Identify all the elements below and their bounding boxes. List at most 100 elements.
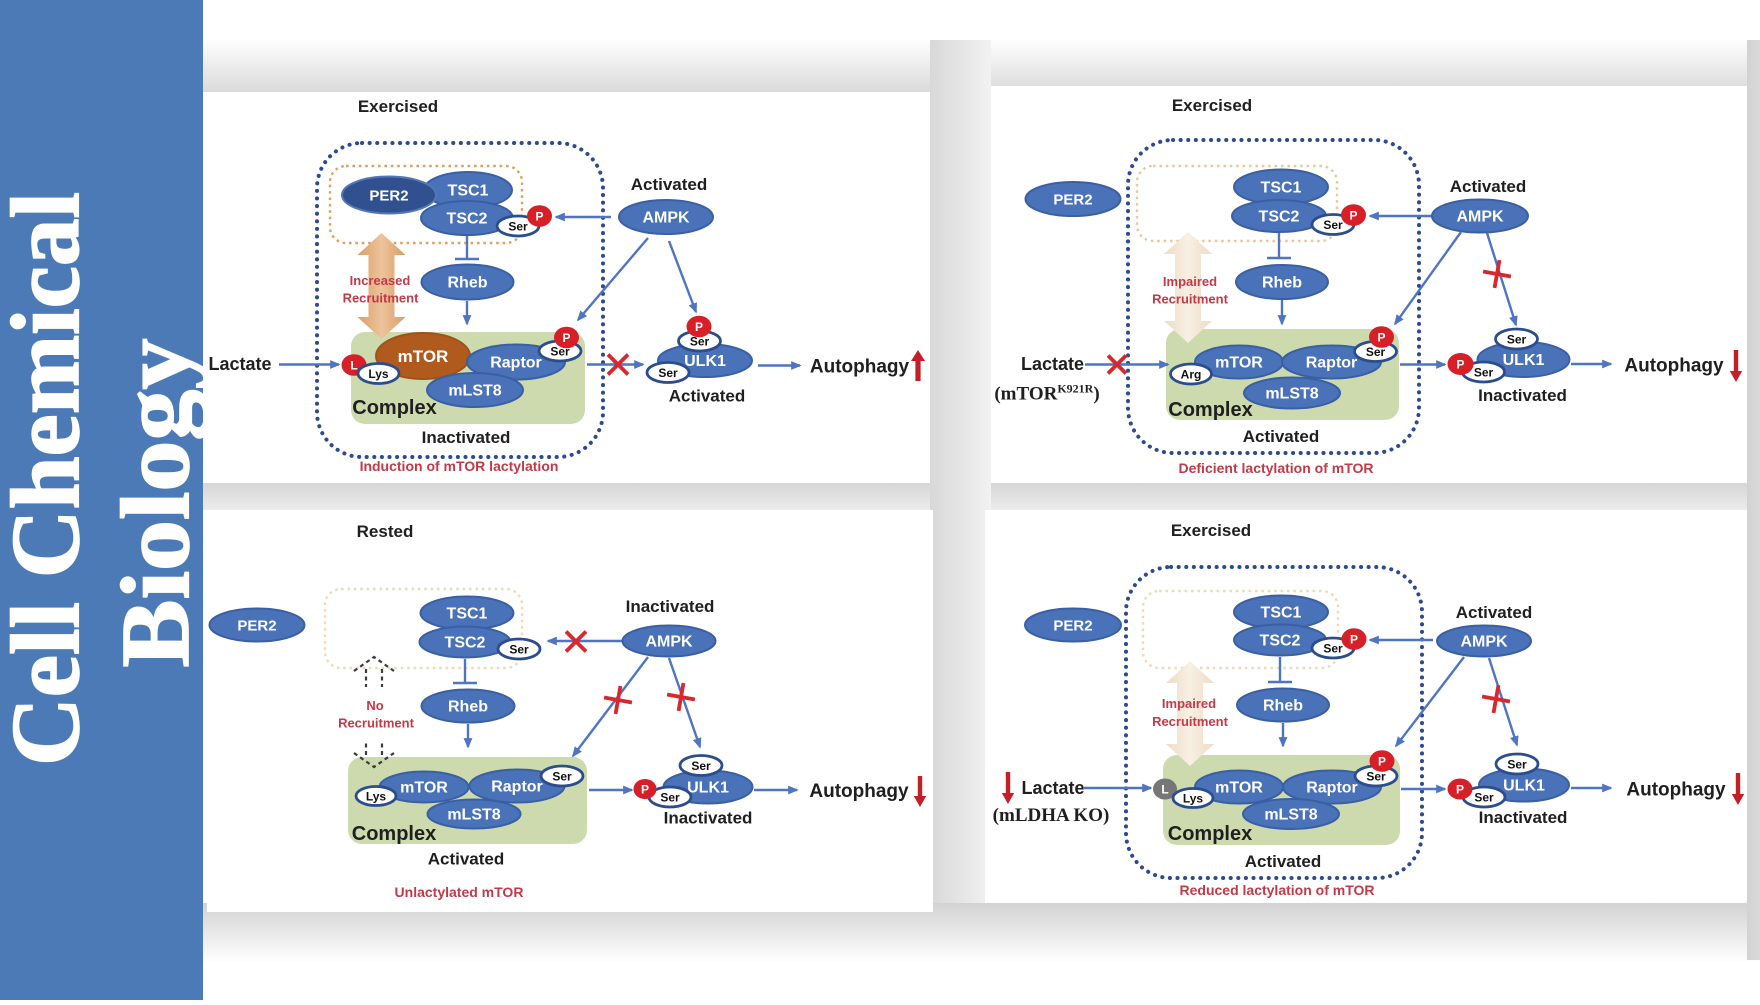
svg-text:Impaired: Impaired: [1162, 696, 1216, 711]
svg-text:Raptor: Raptor: [1306, 780, 1358, 797]
svg-text:TSC1: TSC1: [447, 606, 488, 623]
svg-text:Lys: Lys: [368, 367, 389, 381]
svg-text:Rheb: Rheb: [1263, 698, 1303, 715]
svg-text:mLST8: mLST8: [448, 383, 501, 400]
svg-text:ULK1: ULK1: [1503, 352, 1545, 369]
svg-text:P: P: [535, 209, 543, 223]
svg-text:Raptor: Raptor: [491, 779, 543, 796]
svg-text:TSC2: TSC2: [447, 211, 488, 228]
svg-text:Inactivated: Inactivated: [1479, 808, 1568, 827]
svg-text:Raptor: Raptor: [490, 355, 542, 372]
svg-text:Increased: Increased: [350, 273, 411, 288]
svg-text:PER2: PER2: [369, 187, 408, 204]
svg-text:mTOR: mTOR: [398, 347, 449, 366]
svg-text:P: P: [1456, 782, 1464, 796]
svg-text:Lactate: Lactate: [208, 354, 271, 374]
svg-text:Lys: Lys: [366, 789, 387, 803]
svg-text:ULK1: ULK1: [687, 780, 729, 797]
svg-text:Inactivated: Inactivated: [1478, 386, 1567, 405]
svg-text:ULK1: ULK1: [684, 353, 726, 370]
svg-text:mTOR: mTOR: [1215, 355, 1263, 372]
svg-text:Unlactylated mTOR: Unlactylated mTOR: [395, 884, 524, 900]
svg-text:Lactate: Lactate: [1021, 354, 1084, 374]
svg-text:Rested: Rested: [357, 522, 414, 541]
svg-text:TSC2: TSC2: [1259, 209, 1300, 226]
svg-text:Ser: Ser: [660, 790, 680, 804]
svg-text:mTOR: mTOR: [1215, 780, 1263, 797]
svg-text:Recruitment: Recruitment: [343, 291, 420, 306]
svg-text:P: P: [641, 782, 649, 796]
svg-text:Exercised: Exercised: [1172, 96, 1252, 115]
svg-text:P: P: [1456, 357, 1464, 371]
svg-text:L: L: [1161, 782, 1168, 796]
svg-text:Lys: Lys: [1183, 791, 1204, 805]
svg-text:Autophagy: Autophagy: [1624, 356, 1724, 377]
svg-text:Activated: Activated: [1450, 177, 1527, 196]
svg-text:P: P: [1378, 754, 1386, 768]
svg-text:Recruitment: Recruitment: [338, 716, 415, 731]
svg-text:P: P: [1350, 632, 1358, 646]
svg-text:P: P: [1349, 208, 1357, 222]
svg-text:Induction of mTOR lactylation: Induction of mTOR lactylation: [360, 458, 559, 474]
svg-text:PER2: PER2: [1053, 191, 1092, 208]
svg-text:L: L: [350, 358, 357, 372]
svg-text:TSC1: TSC1: [1261, 605, 1302, 622]
svg-text:Ser: Ser: [1323, 641, 1343, 655]
svg-text:Ser: Ser: [509, 642, 529, 656]
svg-text:PER2: PER2: [1053, 617, 1092, 634]
svg-text:P: P: [562, 331, 570, 345]
svg-text:Complex: Complex: [352, 823, 436, 845]
svg-text:Complex: Complex: [352, 397, 436, 419]
svg-text:AMPK: AMPK: [642, 210, 690, 227]
svg-text:Activated: Activated: [1456, 603, 1533, 622]
svg-text:Inactivated: Inactivated: [664, 809, 753, 828]
svg-text:AMPK: AMPK: [1456, 209, 1504, 226]
svg-text:mLST8: mLST8: [1265, 386, 1318, 403]
svg-text:Ser: Ser: [1366, 345, 1386, 359]
svg-text:Ser: Ser: [552, 769, 572, 783]
svg-text:AMPK: AMPK: [1460, 634, 1508, 651]
svg-text:No: No: [366, 698, 383, 713]
svg-text:Arg: Arg: [1181, 367, 1202, 381]
svg-text:Complex: Complex: [1168, 823, 1252, 845]
svg-text:TSC2: TSC2: [445, 635, 486, 652]
svg-text:TSC2: TSC2: [1260, 633, 1301, 650]
svg-text:Ser: Ser: [1323, 218, 1343, 232]
svg-text:Activated: Activated: [428, 850, 505, 869]
svg-text:Complex: Complex: [1168, 399, 1252, 421]
svg-text:Activated: Activated: [1245, 852, 1322, 871]
svg-text:Raptor: Raptor: [1306, 355, 1358, 372]
svg-text:Activated: Activated: [1243, 427, 1320, 446]
svg-text:Rheb: Rheb: [448, 275, 488, 292]
svg-text:Rheb: Rheb: [1262, 275, 1302, 292]
svg-text:Recruitment: Recruitment: [1152, 714, 1229, 729]
svg-text:ULK1: ULK1: [1503, 778, 1545, 795]
svg-text:Reduced lactylation of mTOR: Reduced lactylation of mTOR: [1180, 882, 1375, 898]
svg-text:Cell Chemical: Cell Chemical: [0, 192, 99, 766]
svg-text:Ser: Ser: [691, 759, 711, 773]
svg-text:Impaired: Impaired: [1163, 274, 1217, 289]
svg-text:Recruitment: Recruitment: [1152, 292, 1229, 307]
svg-text:Ser: Ser: [1474, 365, 1494, 379]
svg-text:TSC1: TSC1: [1261, 180, 1302, 197]
svg-text:Inactivated: Inactivated: [626, 597, 715, 616]
svg-text:Autophagy: Autophagy: [810, 357, 910, 378]
svg-text:P: P: [695, 320, 703, 334]
svg-text:Activated: Activated: [669, 387, 746, 406]
svg-text:Exercised: Exercised: [1171, 521, 1251, 540]
svg-text:Ser: Ser: [1366, 769, 1386, 783]
svg-text:Autophagy: Autophagy: [809, 781, 909, 802]
svg-text:Autophagy: Autophagy: [1626, 780, 1726, 801]
svg-text:P: P: [1377, 330, 1385, 344]
svg-text:Exercised: Exercised: [358, 97, 438, 116]
svg-text:Lactate: Lactate: [1021, 778, 1084, 798]
svg-text:Ser: Ser: [1474, 790, 1494, 804]
svg-text:Ser: Ser: [508, 219, 528, 233]
svg-text:mTOR: mTOR: [400, 780, 448, 797]
svg-text:mLST8: mLST8: [447, 807, 500, 824]
svg-text:Deficient lactylation of mTOR: Deficient lactylation of mTOR: [1179, 460, 1374, 476]
svg-text:Ser: Ser: [690, 334, 710, 348]
svg-text:Ser: Ser: [1507, 757, 1527, 771]
svg-text:Ser: Ser: [658, 366, 678, 380]
svg-text:(mLDHA KO): (mLDHA KO): [993, 805, 1110, 826]
